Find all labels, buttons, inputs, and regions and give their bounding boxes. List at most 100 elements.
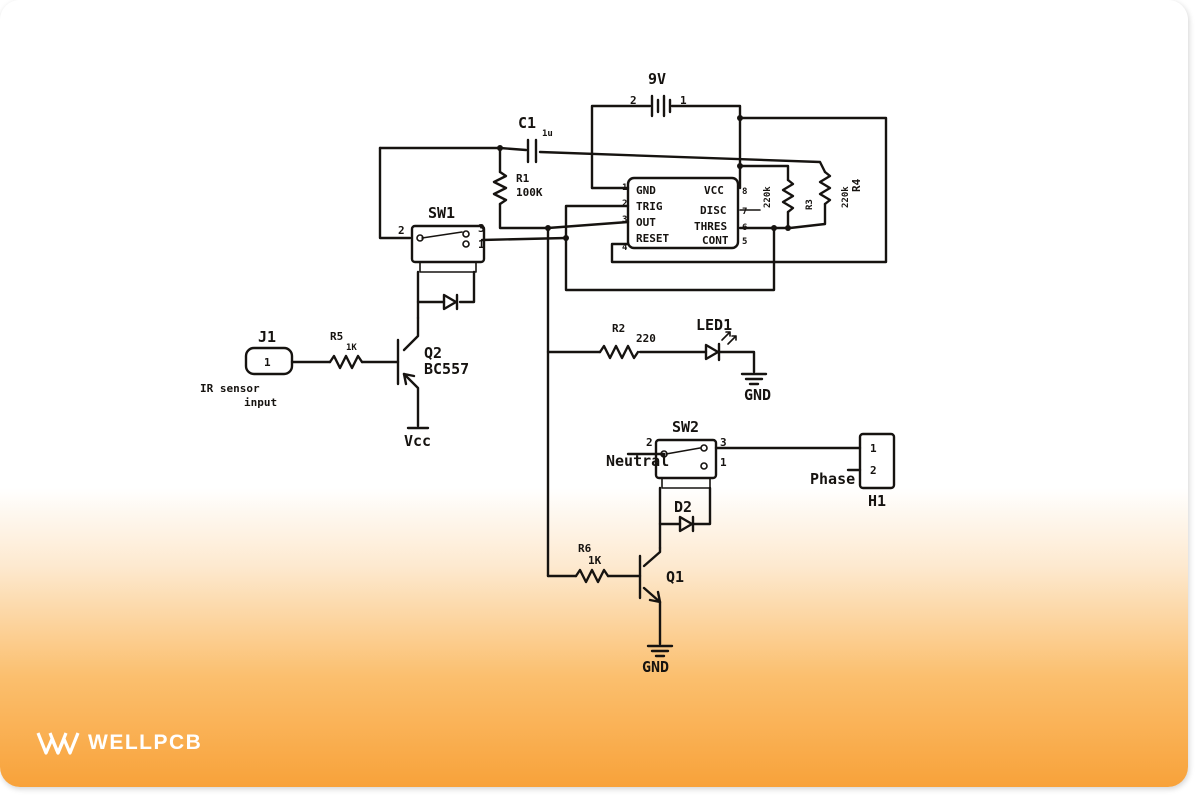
r2-label: R2: [612, 322, 625, 335]
ic-pin-vcc: VCC: [704, 184, 724, 197]
q2-emitter-arrow: [402, 372, 416, 386]
ic-pin-thres: THRES: [694, 220, 727, 233]
ic-pin-disc: DISC: [700, 204, 727, 217]
sw1-coil: [419, 261, 477, 273]
vcc-label: Vcc: [404, 432, 431, 450]
wire-r1-bottom: [498, 202, 630, 230]
sw1-lever: [421, 231, 463, 239]
ic-pin-out: OUT: [636, 216, 656, 229]
wire-r4-bottom: [788, 202, 827, 230]
ic-pin-num-7: 7: [742, 207, 747, 217]
ic-pin-num-2: 2: [622, 199, 627, 209]
ic-pin-num-4: 4: [622, 243, 628, 253]
wire-battery-left: [590, 104, 652, 190]
q2-part: BC557: [424, 360, 469, 378]
gnd-q1-label: GND: [642, 658, 669, 676]
wire-led-to-gnd: [717, 350, 756, 374]
wire-r3-top: [738, 164, 790, 182]
r6-value: 1K: [588, 554, 602, 567]
wire-c1-left: [378, 146, 528, 152]
sw1-contact-3: [462, 230, 470, 238]
ic-pin-num-8: 8: [742, 187, 747, 197]
diagram-card: 9V 2 1 C1 1u R1 100K GND TRIG OUT RESET …: [0, 0, 1188, 787]
wire-q2-emitter: [402, 372, 420, 428]
wire-battery-right: [610, 104, 888, 264]
q1-label: Q1: [666, 568, 684, 586]
resistor-r4: [818, 170, 832, 206]
diode-sw1: [442, 293, 459, 311]
sw2-coil: [661, 477, 711, 489]
ic-left-pins: GND TRIG OUT RESET 1 2 3 4: [622, 183, 669, 253]
ic-pin-gnd: GND: [636, 184, 656, 197]
wire-q2-collector: [402, 316, 420, 352]
led1: [704, 331, 737, 362]
ic-pin-trig: TRIG: [636, 200, 663, 213]
ic-right-pins: VCC DISC THRES CONT 8 7 6 5: [694, 184, 747, 247]
j1-caption-2: input: [244, 396, 277, 409]
r5-label: R5: [330, 330, 343, 343]
battery-pin-1: 1: [680, 94, 687, 107]
wire-trig: [564, 204, 630, 240]
h1-label: H1: [868, 492, 886, 510]
ic-pin-reset: RESET: [636, 232, 669, 245]
r4-label: R4: [850, 178, 863, 192]
q2-label: Q2: [424, 344, 442, 362]
wire-sw2-coil-right: [692, 486, 712, 526]
battery-9v: [650, 94, 672, 118]
j1-label: J1: [258, 328, 276, 346]
sw2-pin-2: 2: [646, 436, 653, 449]
wire-sw1-coil-right: [458, 270, 476, 304]
h1-pin-2: 2: [870, 464, 877, 477]
resistor-r5: [328, 354, 364, 370]
brand-logo: WELLPCB: [36, 729, 202, 757]
j1-pin: 1: [264, 356, 271, 369]
ground-symbol-q1: [646, 644, 674, 658]
sw1-contact-1: [462, 240, 470, 248]
sw2-lever: [665, 447, 701, 455]
j1-caption-1: IR sensor: [200, 382, 260, 395]
resistor-r3: [781, 178, 795, 214]
c1-value: 1u: [542, 129, 553, 139]
ground-symbol-led: [740, 372, 768, 386]
battery-pin-2: 2: [630, 94, 637, 107]
r3-label: R3: [805, 199, 815, 210]
r3-value: 220k: [763, 186, 773, 208]
c1-label: C1: [518, 114, 536, 132]
sw2-pin-1: 1: [720, 456, 727, 469]
timer-ic: [626, 176, 740, 250]
wire-out-down: [564, 226, 776, 292]
sw1-pin-2: 2: [398, 224, 405, 237]
wire-q1-collector: [642, 546, 662, 568]
d2-label: D2: [674, 498, 692, 516]
led1-label: LED1: [696, 316, 732, 334]
brand-name: WELLPCB: [88, 731, 203, 754]
connector-h1: [858, 432, 896, 490]
wire-c1-right: [538, 150, 827, 174]
r2-value: 220: [636, 332, 656, 345]
sw1-pin-3: 3: [478, 222, 485, 235]
diode-d2: [678, 515, 695, 533]
sw2-label: SW2: [672, 418, 699, 436]
wellpcb-logo-icon: [36, 732, 80, 755]
q1-emitter-arrow: [648, 590, 662, 604]
wire-sw1-to-out: [480, 236, 568, 242]
sw1-label: SW1: [428, 204, 455, 222]
gnd-led-label: GND: [744, 386, 771, 404]
switch-sw1: [410, 224, 486, 264]
connector-j1: [244, 346, 294, 376]
resistor-r1: [492, 170, 508, 206]
ic-pin-cont: CONT: [702, 234, 729, 247]
sw2-pin-3: 3: [720, 436, 727, 449]
capacitor-c1: [526, 138, 538, 164]
circuit-schematic: 9V 2 1 C1 1u R1 100K GND TRIG OUT RESET …: [200, 70, 896, 676]
neutral-label: Neutral: [606, 452, 669, 470]
wire-q1-emitter: [642, 586, 662, 646]
junction-dots: [497, 115, 791, 241]
sw2-contact-1: [700, 462, 708, 470]
wire-top-left-loop: [378, 146, 412, 240]
r5-value: 1K: [346, 343, 357, 353]
r4-value: 220k: [841, 186, 851, 208]
ic-pin-num-3: 3: [622, 215, 627, 225]
phase-label: Phase: [810, 470, 855, 488]
battery-label: 9V: [648, 70, 666, 88]
